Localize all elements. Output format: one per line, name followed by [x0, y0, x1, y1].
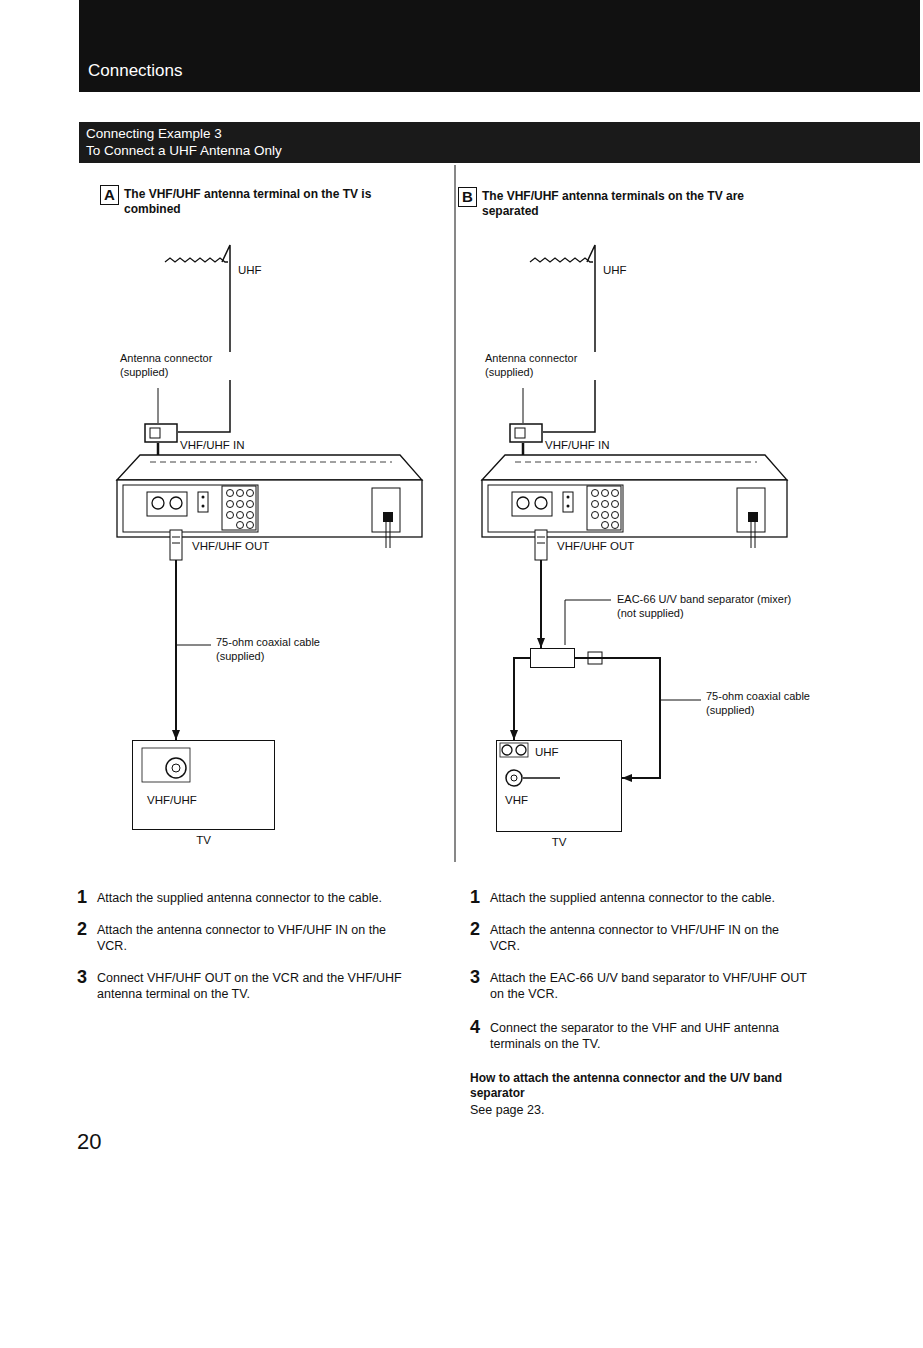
section-band: Connecting Example 3To Connect a UHF Ant…: [79, 122, 920, 163]
step-text: Attach the antenna connector to VHF/UHF …: [490, 923, 810, 954]
step-number: 3: [77, 966, 87, 989]
step-text: Attach the supplied antenna connector to…: [490, 891, 830, 907]
step-number: 1: [77, 886, 87, 909]
panel-letter: A: [100, 185, 119, 205]
node-text: VHF/UHF IN: [543, 438, 612, 452]
node-text: VHF/UHF IN: [178, 438, 247, 452]
vcr-rear-panel: VHF/UHF IN VHF/UHF OUT: [482, 440, 787, 560]
coaxial-cable: [540, 560, 542, 648]
edge-label: 75-ohm coaxial cable (supplied): [214, 636, 323, 664]
tv-set: VHF/UHFTV: [132, 740, 275, 830]
edge-label: 75-ohm coaxial cable (supplied): [704, 690, 813, 718]
antenna-label: UHF: [236, 263, 264, 277]
node-text: VHF/UHF OUT: [555, 539, 636, 553]
header-band: Connections: [79, 0, 920, 92]
step-text: Attach the antenna connector to VHF/UHF …: [97, 923, 417, 954]
node-text: To Connect a UHF Antenna Only: [86, 143, 282, 160]
node-text: EAC-66 U/V band separator (mixer) (not s…: [615, 593, 809, 621]
node-text: TV: [133, 833, 274, 847]
step-number: 4: [470, 1016, 480, 1039]
step-number: 1: [470, 886, 480, 909]
node-text: VHF: [505, 793, 528, 807]
coaxial-cable: [514, 658, 530, 740]
step-text: Attach the EAC-66 U/V band separator to …: [490, 971, 810, 1002]
node-text: Connections: [88, 60, 183, 81]
step-text: Connect the separator to the VHF and UHF…: [490, 1021, 810, 1052]
antenna-label: UHF: [601, 263, 629, 277]
step-number: 2: [77, 918, 87, 941]
node-text: VHF/UHF OUT: [190, 539, 271, 553]
tv-set: UHFVHFTV: [496, 740, 622, 832]
page-number: 20: [77, 1128, 101, 1156]
note-text: See page 23.: [470, 1103, 544, 1119]
leader-line: [661, 700, 701, 701]
node-text: Connecting Example 3: [86, 126, 222, 143]
step-text: Connect VHF/UHF OUT on the VCR and the V…: [97, 971, 417, 1002]
coaxial-cable: [575, 658, 660, 778]
band-separator: EAC-66 U/V band separator (mixer) (not s…: [530, 648, 575, 668]
node-text: UHF: [535, 745, 559, 759]
panel-heading: The VHF/UHF antenna terminals on the TV …: [482, 189, 802, 219]
vcr-rear-panel: VHF/UHF IN VHF/UHF OUT: [117, 440, 422, 560]
part-label: Antenna connector (supplied): [118, 352, 237, 380]
node-text: VHF/UHF: [147, 793, 197, 807]
step-text: Attach the supplied antenna connector to…: [97, 891, 437, 907]
node-text: TV: [497, 835, 621, 849]
panel-heading: The VHF/UHF antenna terminal on the TV i…: [124, 187, 414, 217]
panel-letter: B: [458, 187, 477, 207]
step-number: 3: [470, 966, 480, 989]
leader-line: [177, 645, 211, 646]
step-number: 2: [470, 918, 480, 941]
part-label: Antenna connector (supplied): [483, 352, 602, 380]
note-heading: How to attach the antenna connector and …: [470, 1071, 820, 1101]
coaxial-cable: [175, 560, 177, 740]
